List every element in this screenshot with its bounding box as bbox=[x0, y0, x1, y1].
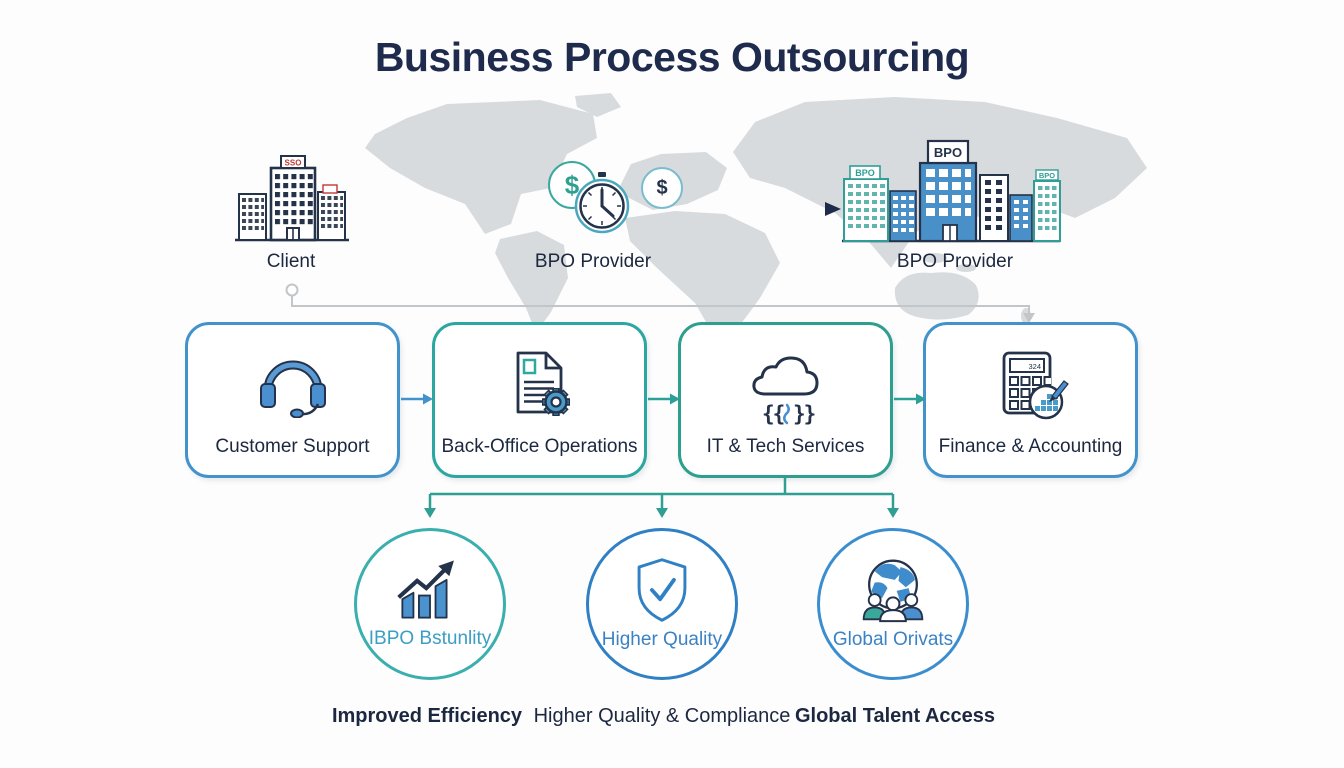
bar-chart-growth-icon bbox=[397, 560, 454, 619]
service-card-finance: 324 Finance & Accounting bbox=[923, 322, 1138, 478]
benefit-circle-global: Global Orivats bbox=[817, 528, 969, 680]
flow-arrow-hub-to-provider bbox=[646, 202, 841, 216]
caption-improved-efficiency: Improved Efficiency bbox=[331, 705, 523, 727]
benefit-circle-efficiency: IBPO Bstunlity bbox=[354, 528, 506, 680]
service-label: Finance & Accounting bbox=[938, 436, 1123, 457]
service-label: Back-Office Operations bbox=[441, 436, 638, 457]
service-card-customer-support: Customer Support bbox=[185, 322, 400, 478]
service-label: IT & Tech Services bbox=[706, 436, 865, 457]
stopwatch-icon bbox=[574, 172, 630, 234]
provider-sign-center: BPO bbox=[934, 145, 962, 160]
shield-check-icon bbox=[637, 558, 687, 622]
caption-quality-compliance: Higher Quality & Compliance bbox=[533, 705, 791, 727]
caption-global-talent: Global Talent Access bbox=[794, 705, 996, 727]
provider-sign-right: BPO bbox=[1039, 171, 1055, 180]
arrow-right-icon bbox=[894, 393, 926, 405]
benefit-badge-label: IBPO Bstunlity bbox=[368, 628, 492, 649]
dollar-icon-small: $ bbox=[641, 167, 683, 209]
dollar-symbol: $ bbox=[656, 176, 668, 199]
benefit-circle-quality: Higher Quality bbox=[586, 528, 738, 680]
client-buildings-icon: SSO bbox=[235, 155, 349, 242]
cloud-code-icon: {{ }} bbox=[751, 356, 818, 426]
globe-people-icon bbox=[862, 559, 924, 623]
client-label: Client bbox=[266, 251, 316, 272]
calculator-magnifier-icon: 324 bbox=[1002, 351, 1069, 419]
page-title: Business Process Outsourcing bbox=[374, 34, 970, 80]
provider-sign-left: BPO bbox=[855, 168, 875, 178]
client-to-services-connector bbox=[285, 283, 1035, 323]
service-card-back-office: Back-Office Operations bbox=[432, 322, 647, 478]
services-to-benefits-connector bbox=[424, 477, 899, 518]
document-gear-icon bbox=[516, 351, 570, 416]
bpo-provider-destination-label: BPO Provider bbox=[896, 251, 1014, 272]
dollar-symbol: $ bbox=[564, 169, 580, 200]
headset-icon bbox=[259, 360, 326, 418]
bpo-provider-buildings-icon: BPO BPO BPO bbox=[842, 139, 1061, 243]
client-building-sign: SSO bbox=[285, 159, 302, 168]
code-brackets-left: {{ bbox=[762, 402, 784, 426]
bpo-provider-hub-label: BPO Provider bbox=[534, 251, 652, 272]
calculator-display: 324 bbox=[1028, 362, 1041, 371]
code-brackets-right: }} bbox=[793, 402, 815, 426]
service-label: Customer Support bbox=[215, 436, 370, 457]
benefit-badge-label: Global Orivats bbox=[832, 629, 954, 650]
flow-arrow-client-to-hub bbox=[349, 207, 559, 211]
service-card-it-tech: {{ }} IT & Tech Services bbox=[678, 322, 893, 478]
arrow-right-icon bbox=[401, 393, 433, 405]
arrow-right-icon bbox=[648, 393, 680, 405]
benefit-badge-label: Higher Quality bbox=[601, 629, 723, 650]
